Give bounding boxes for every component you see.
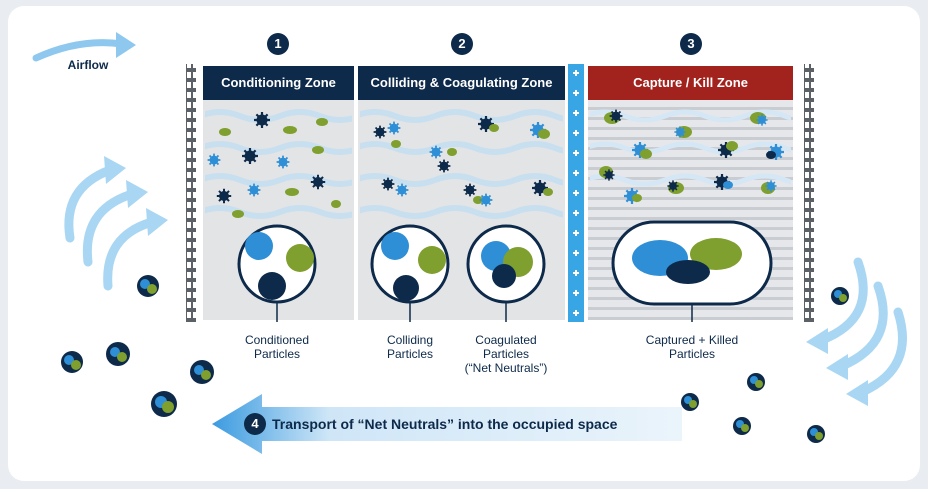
caption-pointers xyxy=(276,302,693,322)
incoming-air-arrows-icon xyxy=(64,165,157,291)
ionizer-plus-icons xyxy=(573,70,579,316)
airflow-waves-2 xyxy=(360,109,563,219)
conditioning-zone-header: Conditioning Zone xyxy=(203,66,354,100)
step-1-badge: 1 xyxy=(267,33,289,55)
coagulated-particles-magnifier xyxy=(466,224,546,304)
conditioned-caption: Conditioned Particles xyxy=(244,333,310,361)
transport-arrow-icon xyxy=(212,394,682,454)
colliding-zone-header: Colliding & Coagulating Zone xyxy=(358,66,565,100)
colliding-caption: Colliding Particles xyxy=(386,333,434,361)
particles-zone-3 xyxy=(599,108,786,206)
captured-caption: Captured + Killed Particles xyxy=(645,333,739,361)
airflow-waves-3 xyxy=(590,109,791,187)
captured-particles-magnifier xyxy=(611,220,773,306)
particles-zone-2 xyxy=(372,114,553,208)
left-filter-rail xyxy=(186,64,196,322)
colliding-particles-magnifier xyxy=(370,224,450,304)
capture-zone-header: Capture / Kill Zone xyxy=(588,66,793,100)
transport-label: Transport of “Net Neutrals” into the occ… xyxy=(272,416,618,432)
conditioned-particles-magnifier xyxy=(237,224,317,304)
step-2-badge: 2 xyxy=(451,33,473,55)
particles-zone-1 xyxy=(206,110,341,218)
loose-particles xyxy=(61,275,849,443)
coagulated-caption: Coagulated Particles (“Net Neutrals”) xyxy=(464,333,548,375)
airflow-arrow-icon xyxy=(32,32,136,62)
step-4-badge: 4 xyxy=(244,413,266,435)
outgoing-air-arrows-icon xyxy=(817,257,907,397)
right-filter-rail xyxy=(804,64,814,322)
airflow-label: Airflow xyxy=(67,58,109,72)
step-3-badge: 3 xyxy=(680,33,702,55)
